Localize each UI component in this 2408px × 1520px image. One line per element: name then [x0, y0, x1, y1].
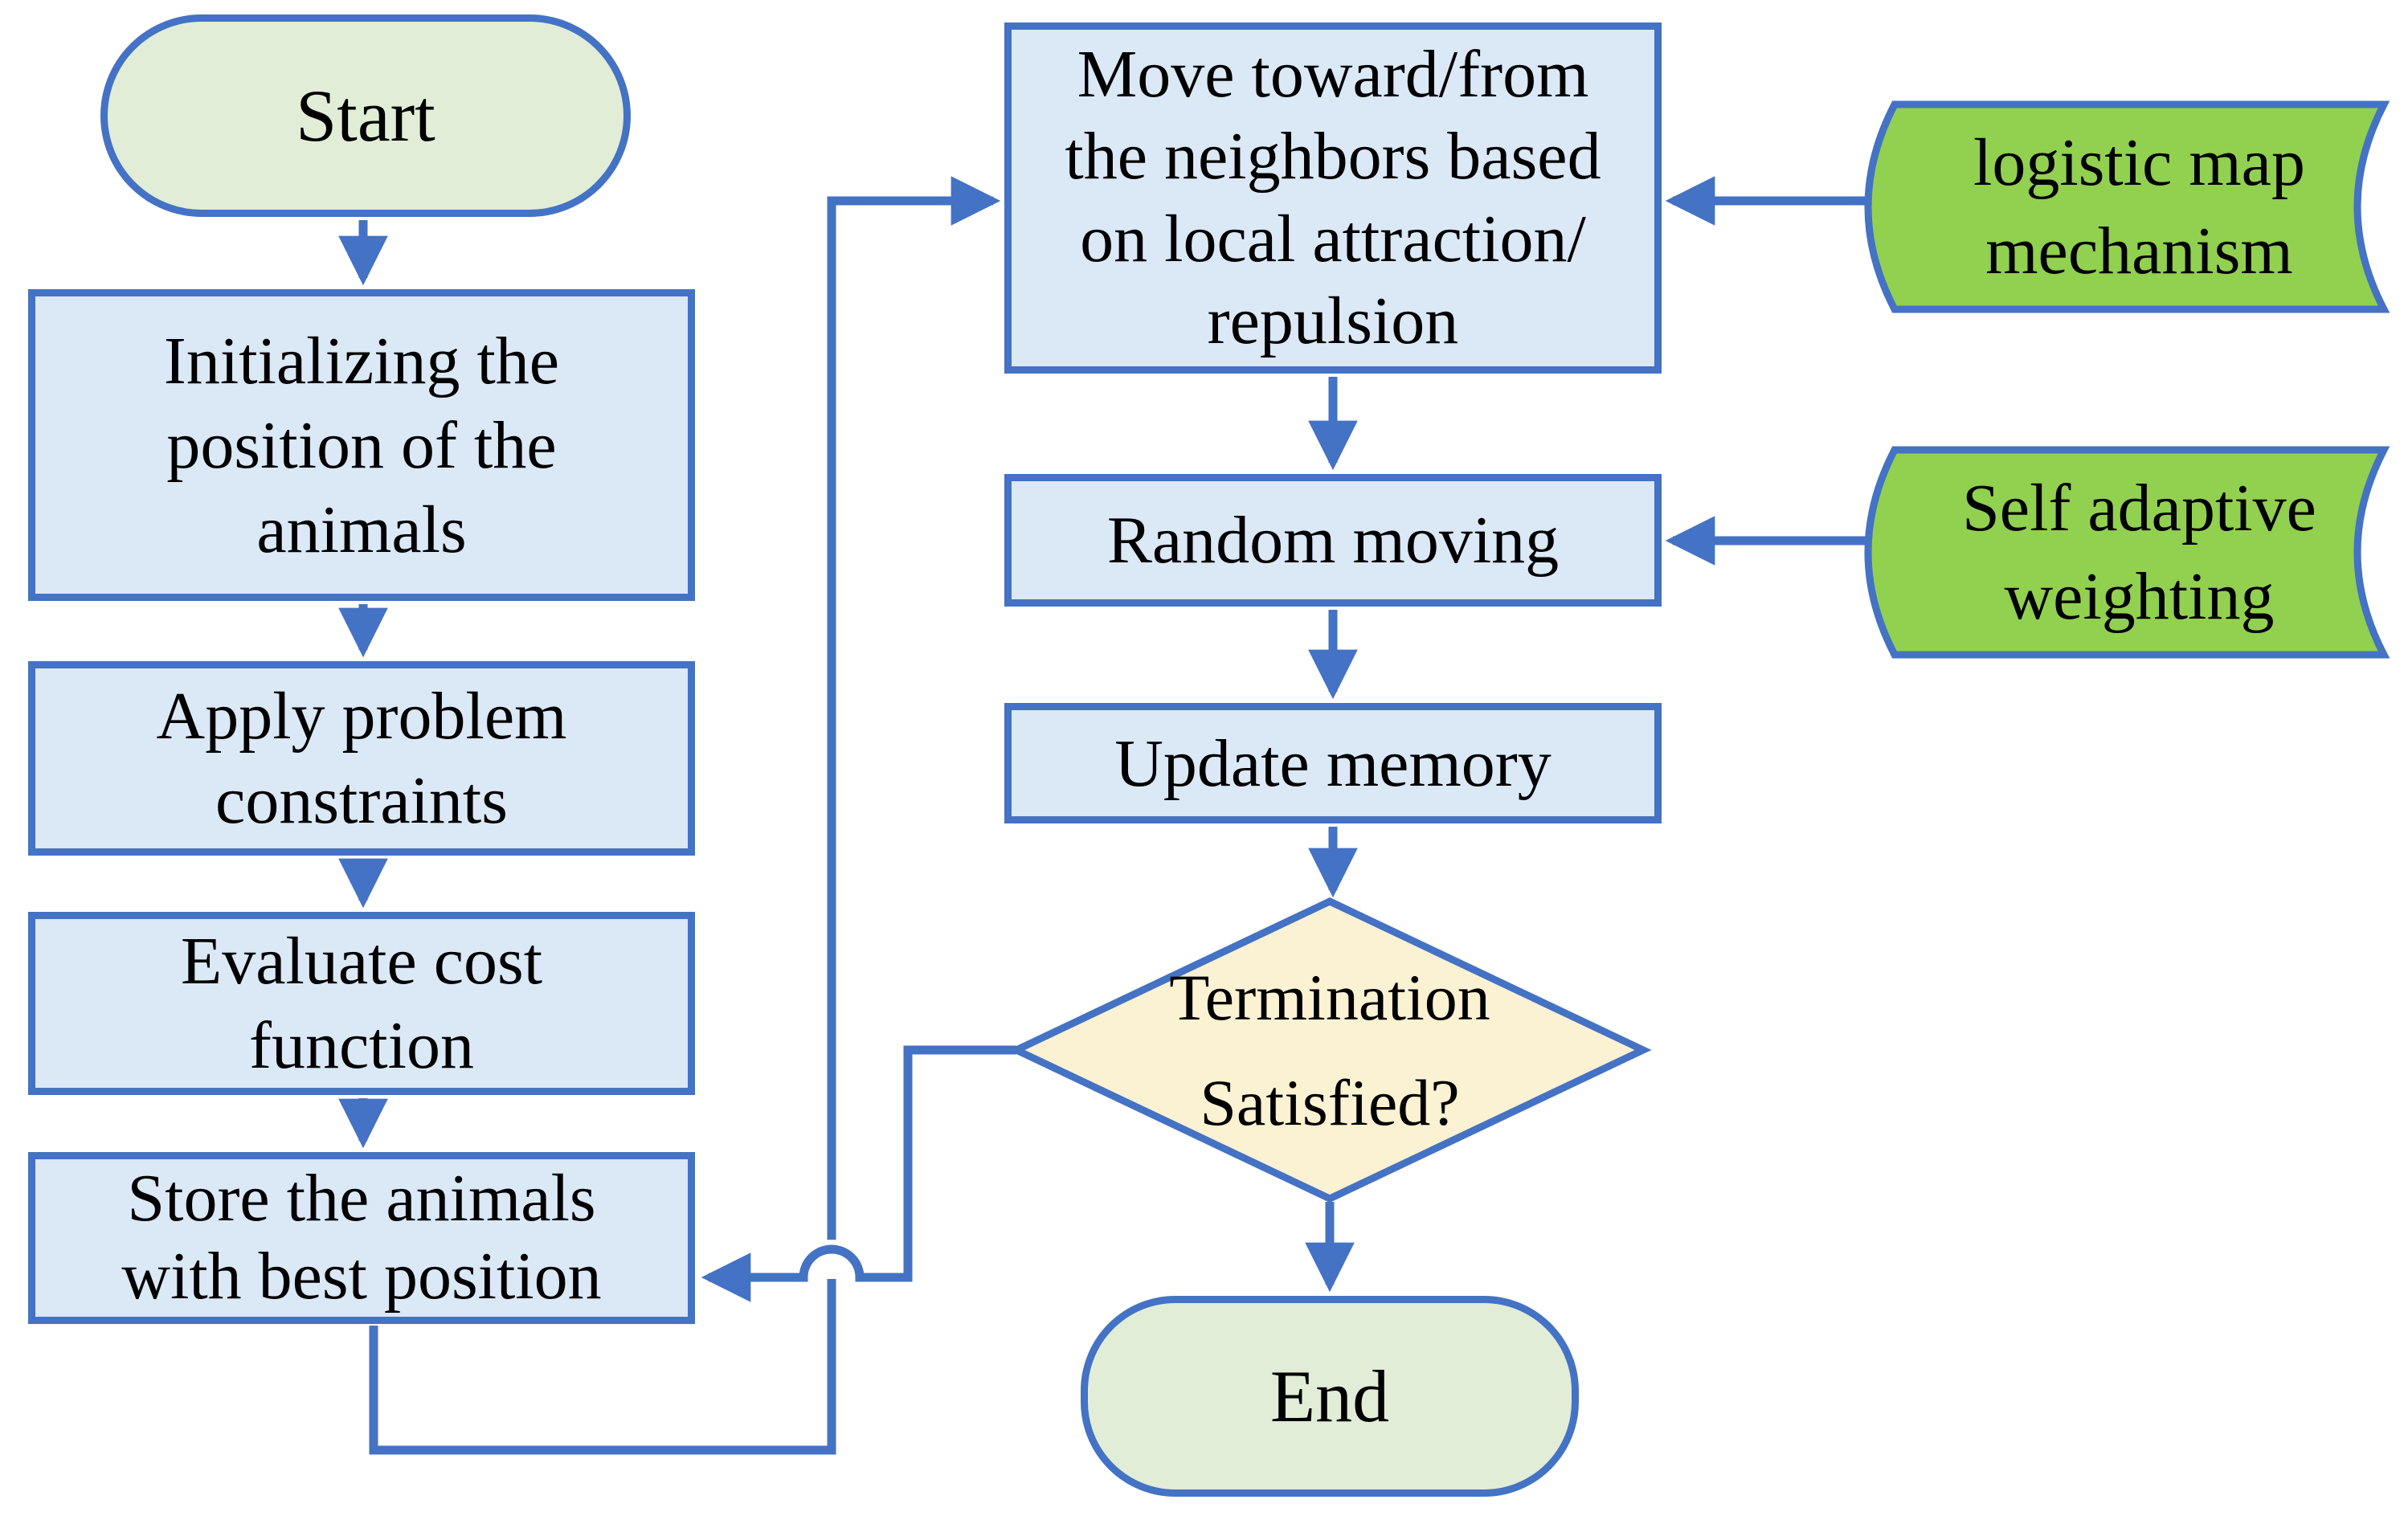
init-node: Initializing the position of the animals — [28, 289, 695, 601]
termination-decision-label: Termination Satisfied? — [1169, 960, 1490, 1139]
line-hop-gap — [792, 1240, 871, 1279]
update-memory-node: Update memory — [1004, 703, 1662, 823]
logistic-map-label: logistic map mechanism — [1973, 125, 2305, 288]
evaluate-cost-node: Evaluate cost function — [28, 912, 695, 1095]
edge-termination-to-store-loop — [701, 1045, 1016, 1302]
self-adaptive-label: Self adaptive weighting — [1962, 471, 2316, 634]
move-neighbors-node: Move toward/from the neighbors based on … — [1004, 22, 1662, 374]
edge-store-to-move-loop — [369, 176, 1001, 1455]
apply-constraints-node: Apply problem constraints — [28, 661, 695, 856]
logistic-map-shape — [1864, 100, 2390, 313]
random-moving-node: Random moving — [1004, 474, 1662, 607]
store-best-node: Store the animals with best position — [28, 1152, 695, 1324]
start-node: Start — [100, 14, 631, 217]
end-node: End — [1081, 1296, 1579, 1497]
self-adaptive-shape — [1864, 446, 2390, 659]
termination-decision-shape — [1008, 897, 1652, 1203]
